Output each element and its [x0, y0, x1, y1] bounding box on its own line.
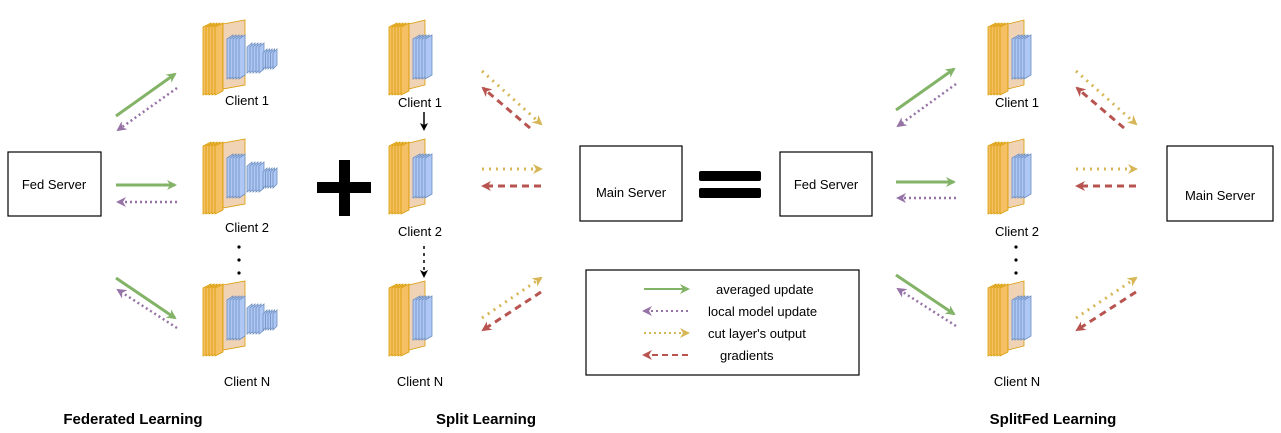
client-n-label: Client N	[224, 374, 270, 389]
main-server-box-sl	[579, 145, 683, 222]
section-title-split: Split Learning	[436, 411, 536, 428]
sfl-client-2-model	[987, 138, 1032, 215]
section-title-splitfed: SplitFed Learning	[990, 411, 1117, 428]
client-1-label: Client 1	[995, 95, 1039, 110]
ellipsis-dots-sfl	[1014, 245, 1018, 275]
cut-layer-output-arrow	[480, 69, 543, 126]
client-n-label: Client N	[994, 374, 1040, 389]
gradient-arrow	[1075, 86, 1125, 130]
client-2-label: Client 2	[995, 224, 1039, 239]
legend-averaged-label: averaged update	[716, 282, 814, 297]
equals-operator	[699, 171, 761, 198]
fl-client-2-model	[202, 138, 278, 215]
fed-server-box-sfl	[779, 151, 873, 217]
client-1-label: Client 1	[225, 93, 269, 108]
neural-network-layers	[202, 19, 1196, 357]
averaged-update-arrow	[115, 276, 177, 320]
fed-server-label: Fed Server	[22, 177, 87, 192]
cut-layer-output-arrow	[1075, 69, 1138, 126]
legend-cut-label: cut layer's output	[708, 326, 806, 341]
plus-operator	[317, 160, 371, 216]
cut-layer-output-arrow	[481, 276, 543, 320]
client-2-label: Client 2	[225, 220, 269, 235]
ellipsis-dots-fl	[237, 245, 241, 275]
local-update-arrow	[896, 287, 957, 328]
fed-server-box-fl	[7, 151, 102, 217]
legend-local-label: local model update	[708, 304, 817, 319]
legend: averaged update local model update cut l…	[642, 282, 817, 363]
averaged-update-arrow	[115, 72, 177, 118]
sfl-client-n-model	[987, 280, 1032, 357]
client-1-label: Client 1	[398, 95, 442, 110]
averaged-update-arrow	[895, 67, 956, 112]
flow-arrows	[115, 67, 1138, 332]
averaged-update-arrow	[895, 273, 956, 316]
gradient-arrow	[481, 86, 531, 130]
legend-grad-label: gradients	[720, 348, 774, 363]
sl-client-n-model	[388, 280, 433, 357]
fed-server-label: Fed Server	[794, 177, 859, 192]
local-update-arrow	[116, 86, 178, 132]
section-title-federated: Federated Learning	[63, 411, 202, 428]
fl-client-n-model	[202, 280, 278, 357]
cut-layer-output-arrow	[1075, 276, 1138, 320]
client-n-label: Client N	[397, 374, 443, 389]
local-update-arrow	[116, 288, 178, 330]
main-server-box-sfl	[1166, 145, 1274, 222]
fl-client-1-model	[202, 19, 278, 96]
legend-box	[585, 269, 860, 376]
sl-client-2-model	[388, 138, 433, 215]
main-server-label: Main Server	[1185, 188, 1256, 203]
main-server-label: Main Server	[596, 185, 667, 200]
sfl-client-1-model	[987, 19, 1032, 96]
client-2-label: Client 2	[398, 224, 442, 239]
sl-client-1-model	[388, 19, 433, 96]
local-update-arrow	[896, 82, 957, 128]
